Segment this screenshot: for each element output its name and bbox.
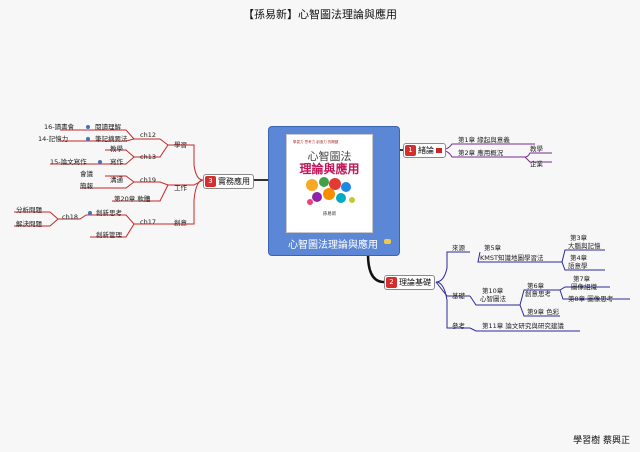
brain-bubbles-illustration	[306, 177, 355, 205]
creative-thinking-node[interactable]: 創新思考	[96, 209, 122, 217]
branch-3-number: 3	[205, 176, 216, 187]
book-title-line1: 心智圖法	[307, 150, 352, 163]
ch11-node[interactable]: 第11章 論文研究與研究建議	[482, 322, 564, 330]
work-node[interactable]: 工作	[174, 184, 187, 192]
ch20-node[interactable]: 第20章 軟體	[114, 195, 151, 203]
ch6-node-a[interactable]: 第6章	[527, 282, 545, 290]
ch3-node-a[interactable]: 第3章	[570, 234, 588, 242]
branch-1-number: 1	[405, 145, 416, 156]
ch14-node[interactable]: 14-記憶力	[38, 135, 69, 143]
branch-2-number: 2	[386, 277, 397, 288]
book-subtitle: 學習力 思考力 創造力 的關鍵	[293, 140, 339, 144]
ch7-node-a[interactable]: 第7章	[573, 275, 591, 283]
note-icon	[384, 239, 391, 244]
central-label: 心智圖法理論與應用	[288, 240, 378, 251]
ch5-node-b[interactable]: KMST知識地圖學習法	[480, 254, 544, 262]
ch10-node-a[interactable]: 第10章	[482, 287, 504, 295]
link-icon	[88, 211, 92, 215]
ch12-node[interactable]: ch12	[140, 131, 156, 139]
ch4-node-b[interactable]: 語意學	[568, 262, 588, 270]
link-icon	[86, 137, 90, 141]
study-node[interactable]: 學習	[174, 141, 187, 149]
ch9-node[interactable]: 第9章 色彩	[527, 308, 560, 316]
book-title-line2: 理論與應用	[299, 162, 360, 176]
notes-node[interactable]: 筆記摘要法	[95, 135, 128, 143]
branch-1-label: 緒論	[418, 146, 434, 155]
ch2-node[interactable]: 第2章 應用概況	[458, 149, 504, 157]
branch-3-label: 實務應用	[218, 177, 250, 186]
footer-credit: 學習樹 蔡興正	[573, 436, 630, 446]
link-icon	[98, 160, 102, 164]
write-node[interactable]: 寫作	[110, 158, 123, 166]
ch16-node[interactable]: 16-讀書會	[44, 123, 75, 131]
ch7-node-b[interactable]: 圖像組織	[571, 283, 597, 291]
ch5-node-a[interactable]: 第5章	[484, 244, 502, 252]
business-node[interactable]: 企業	[530, 160, 543, 168]
ch18-node[interactable]: ch18	[62, 213, 78, 221]
report-node[interactable]: 簡報	[80, 182, 93, 190]
ch17-node[interactable]: ch17	[140, 218, 156, 226]
link-icon	[86, 125, 90, 129]
source-node[interactable]: 來源	[452, 244, 465, 252]
analysis-node[interactable]: 分析問題	[16, 206, 42, 214]
ch4-node-a[interactable]: 第4章	[570, 254, 588, 262]
flag-icon	[436, 148, 442, 153]
page-title: 【孫易新】心智圖法理論與應用	[243, 8, 397, 21]
ch10-node-b[interactable]: 心智圖法	[480, 295, 506, 303]
meeting-node[interactable]: 會議	[80, 170, 93, 178]
solve-node[interactable]: 解決問題	[16, 220, 42, 228]
creativity-node[interactable]: 創意	[174, 219, 187, 227]
teach-node[interactable]: 教學	[110, 145, 123, 153]
ch1-node[interactable]: 第1章 緣起與意義	[458, 136, 510, 144]
ref-node[interactable]: 參考	[452, 322, 465, 330]
ch6-node-b[interactable]: 創意思考	[525, 290, 551, 298]
reading-node[interactable]: 閱讀理解	[95, 123, 121, 131]
ch13-node[interactable]: ch13	[140, 153, 156, 161]
teaching-node[interactable]: 教學	[530, 145, 543, 153]
ch3-node-b[interactable]: 大腦與記憶	[568, 242, 601, 250]
communicate-node[interactable]: 溝通	[110, 176, 123, 184]
book-cover-image: 學習力 思考力 創造力 的關鍵 心智圖法 理論與應用 孫易新	[286, 134, 373, 233]
innovation-mgmt-node[interactable]: 創新管理	[96, 231, 122, 239]
branch-2-label: 理論基礎	[399, 278, 431, 287]
basis-node[interactable]: 基礎	[452, 292, 465, 300]
book-author: 孫易新	[322, 212, 337, 217]
ch19-node[interactable]: ch19	[140, 176, 156, 184]
ch8-node[interactable]: 第8章 圖像思考	[568, 295, 614, 303]
ch15-node[interactable]: 15-論文寫作	[50, 158, 87, 166]
